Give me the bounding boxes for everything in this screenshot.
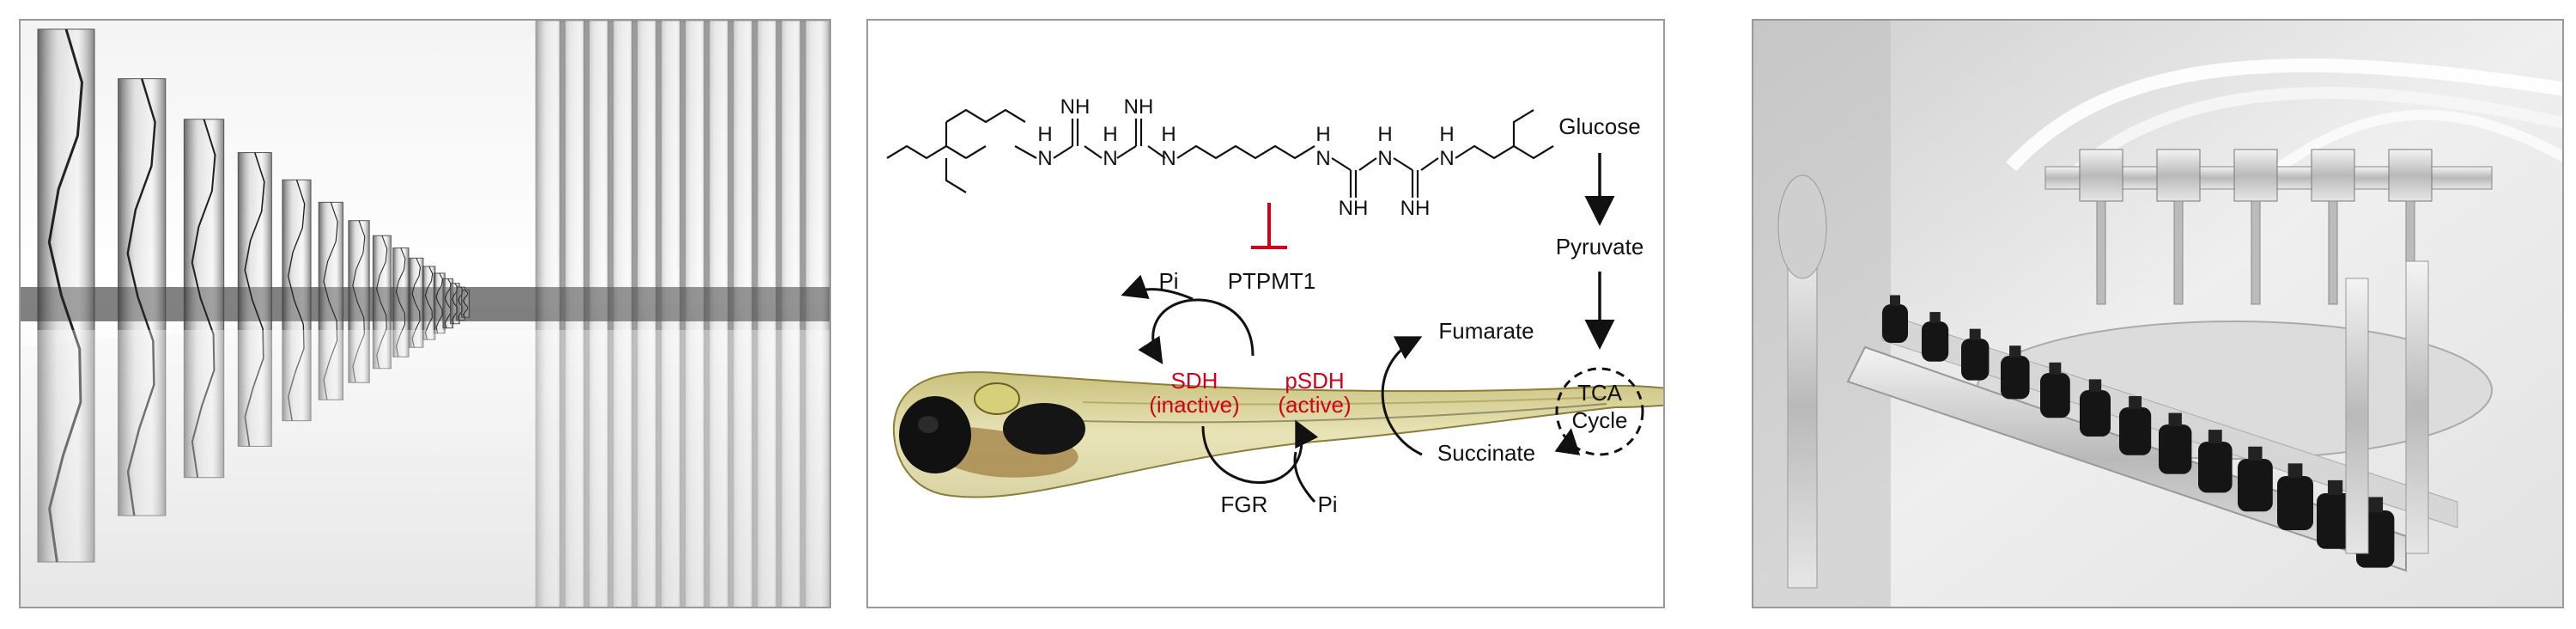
n-label-5: N: [1377, 147, 1392, 170]
tca-label: TCA: [1577, 380, 1623, 406]
n-label-1: N: [1037, 147, 1052, 170]
fgr-label: FGR: [1221, 492, 1268, 517]
pyruvate-label: Pyruvate: [1556, 234, 1644, 260]
nh-label-3: NH: [1339, 197, 1369, 220]
n-label-2: N: [1103, 147, 1117, 170]
dna-test-tubes-icon: [21, 21, 829, 607]
h-label-4: H: [1315, 123, 1330, 146]
vial-filling-machine-photo: [1752, 19, 2564, 608]
molecule-structure: [886, 108, 1554, 198]
dna-test-tubes-photo: [19, 19, 831, 608]
ptpmt1-label: PTPMT1: [1228, 268, 1316, 294]
tca-cycle-icon: [1555, 367, 1644, 456]
molecule-labels: NH NH H H H N N N NH NH H H H N N N: [1037, 95, 1454, 220]
nh-label-4: NH: [1400, 197, 1431, 220]
pathway-diagram-svg: NH NH H H H N N N NH NH H H H N N N: [886, 95, 1663, 517]
h-label-6: H: [1439, 123, 1454, 146]
nh-label-2: NH: [1124, 95, 1154, 119]
zebrafish-larva-icon: [892, 371, 1663, 498]
h-label-5: H: [1377, 123, 1392, 146]
psdh-label: pSDH: [1285, 368, 1344, 394]
pathway-diagram: NH NH H H H N N N NH NH H H H N N N: [866, 19, 1665, 608]
psdh-state-label: (active): [1278, 392, 1351, 418]
cycle-label: Cycle: [1571, 407, 1627, 433]
n-label-4: N: [1315, 147, 1330, 170]
inhibition-icon: [1251, 203, 1287, 249]
succinate-label: Succinate: [1437, 440, 1535, 466]
sdh-state-label: (inactive): [1149, 392, 1239, 418]
h-label-3: H: [1161, 123, 1176, 146]
fumarate-label: Fumarate: [1438, 318, 1534, 344]
glucose-label: Glucose: [1558, 113, 1640, 139]
h-label-1: H: [1037, 123, 1052, 146]
n-label-6: N: [1439, 147, 1454, 170]
pi-bottom-label: Pi: [1317, 492, 1337, 517]
nh-label-1: NH: [1060, 95, 1091, 119]
h-label-2: H: [1103, 123, 1117, 146]
pi-top-label: Pi: [1158, 268, 1178, 294]
sdh-label: SDH: [1171, 368, 1218, 394]
n-label-3: N: [1161, 147, 1176, 170]
vial-filling-machine-icon: [1753, 21, 2562, 607]
